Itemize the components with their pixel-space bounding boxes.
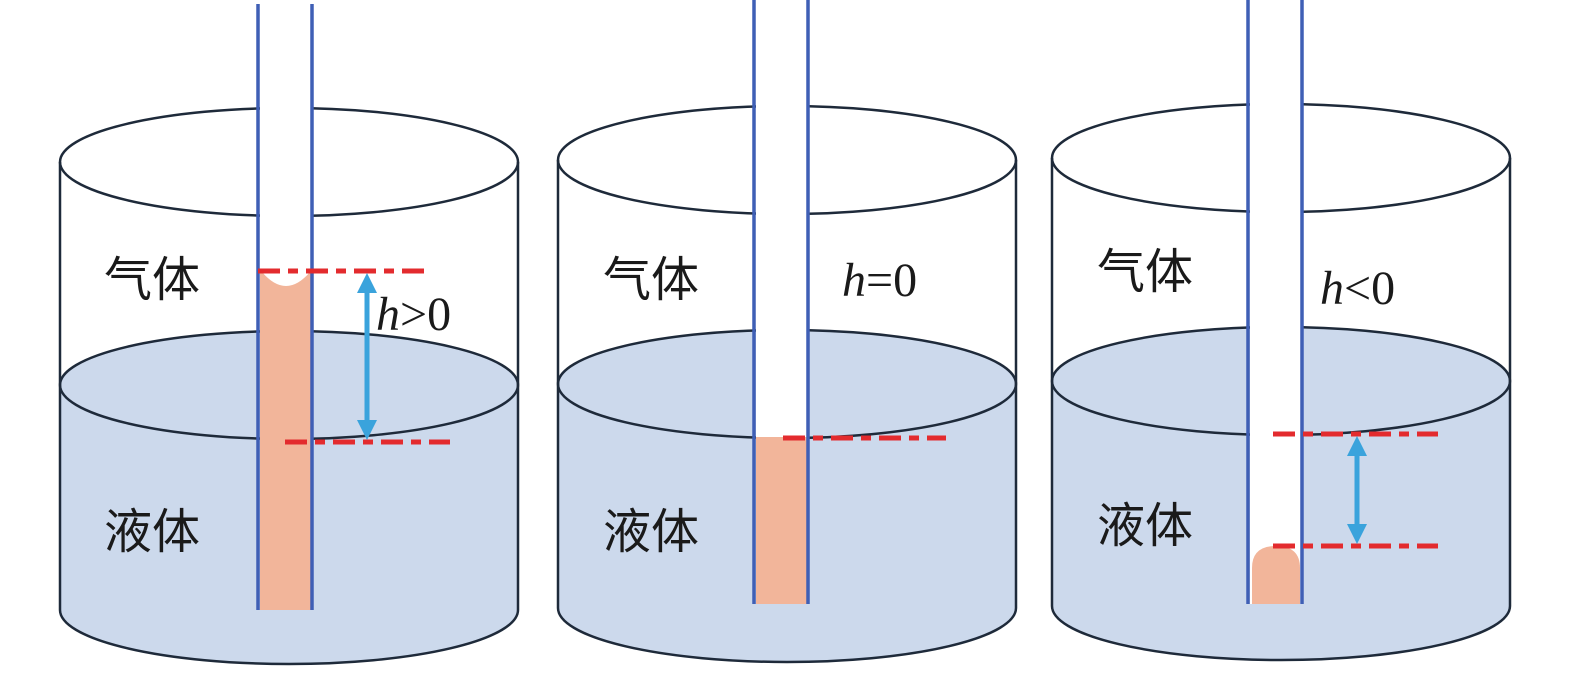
container-bottom-rim (58, 609, 520, 666)
container-bottom-rim (556, 607, 1018, 664)
h-symbol: h (842, 254, 866, 307)
h-relation: >0 (400, 288, 451, 341)
tube-interior (1250, 0, 1302, 604)
container-bottom-rim (1050, 605, 1512, 662)
h-relation: <0 (1344, 262, 1395, 315)
panel-h-zero: 气体 液体 h=0 (556, 0, 1018, 664)
h-condition-label: h>0 (376, 288, 451, 341)
panel-h-positive: 气体 液体 h>0 (58, 0, 520, 666)
h-condition-label: h=0 (842, 254, 917, 307)
liquid-label: 液体 (603, 504, 699, 560)
convex-meniscus-column (1252, 546, 1300, 604)
liquid-label: 液体 (1097, 498, 1193, 554)
liquid-column (756, 437, 808, 604)
gas-label: 气体 (603, 252, 699, 308)
h-condition-label: h<0 (1320, 262, 1395, 315)
gas-label: 气体 (1097, 244, 1193, 300)
h-relation: =0 (866, 254, 917, 307)
liquid-label: 液体 (104, 504, 200, 560)
h-symbol: h (376, 288, 400, 341)
gas-label: 气体 (104, 252, 200, 308)
panel-h-negative: 气体 液体 h<0 (1050, 0, 1512, 662)
concave-meniscus (262, 272, 310, 286)
h-symbol: h (1320, 262, 1344, 315)
